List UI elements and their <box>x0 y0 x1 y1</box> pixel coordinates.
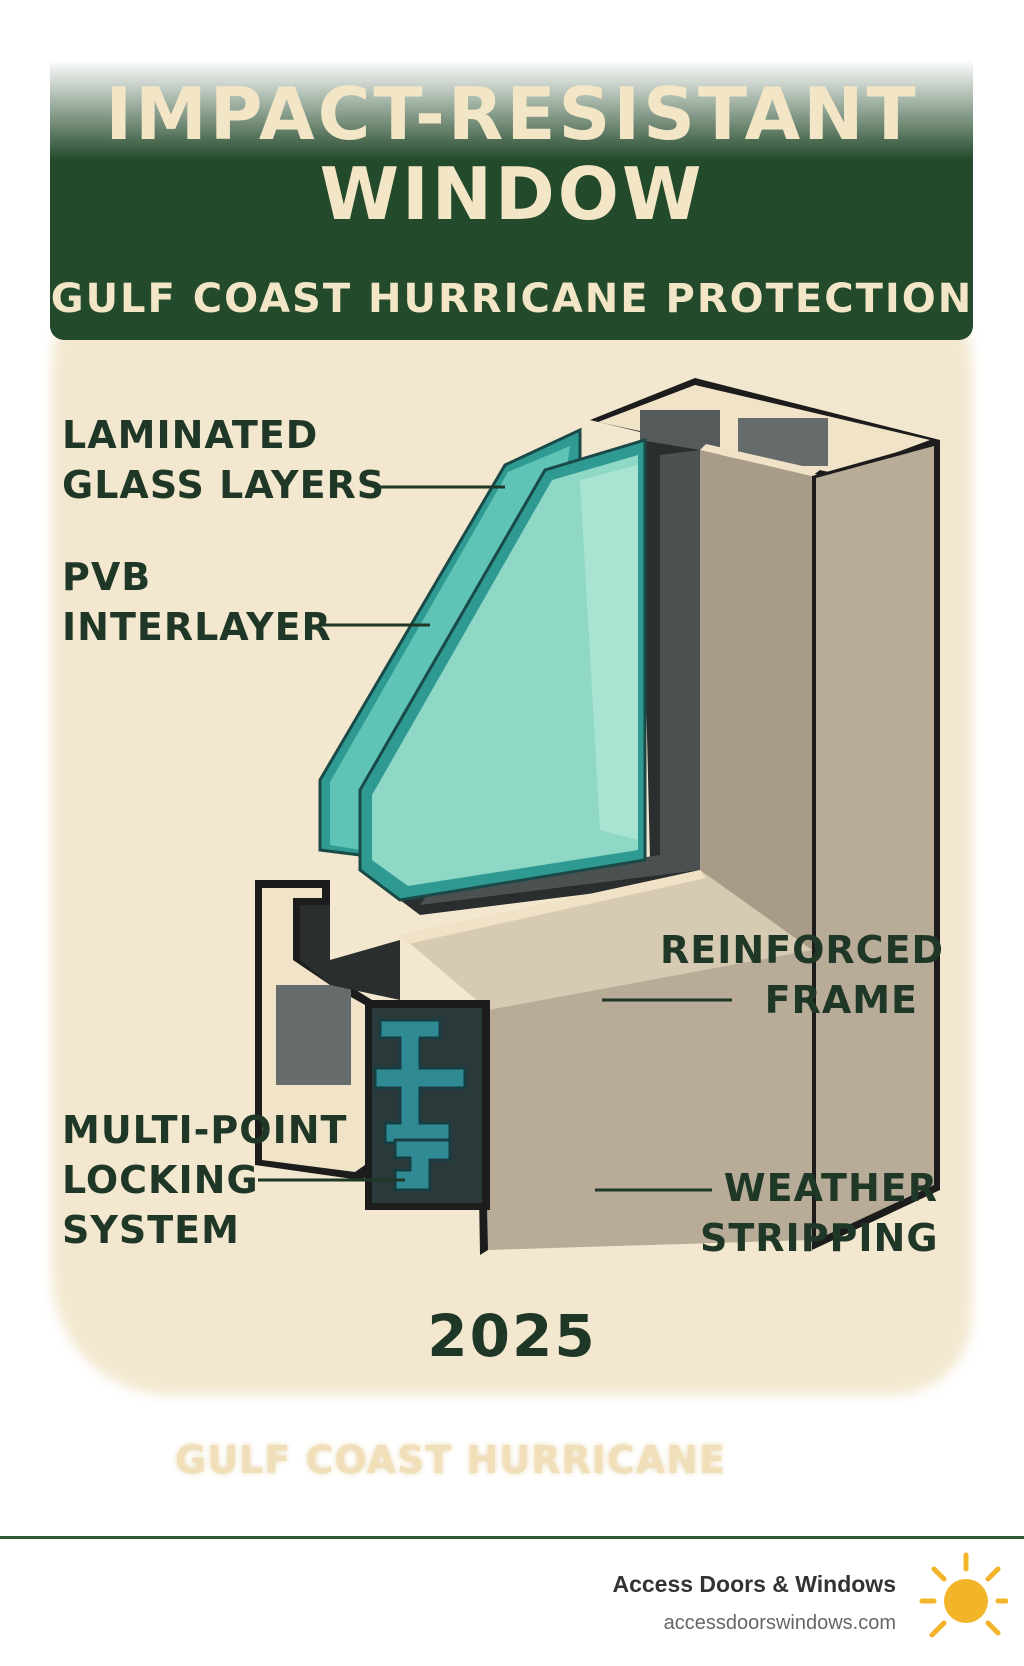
lock-cam-2 <box>393 1138 452 1192</box>
title-banner <box>50 60 973 340</box>
frame-bottom-top <box>400 870 812 1010</box>
year-label: 2025 <box>427 1302 597 1370</box>
page-title: IMPACT-RESISTANT WINDOW <box>105 72 919 236</box>
page-subtitle: GULF COAST HURRICANE PROTECTION <box>50 276 974 322</box>
sun-icon <box>919 1552 1008 1638</box>
frame-inner-wall <box>700 450 812 950</box>
glazing-bead <box>420 450 700 905</box>
frame-bottom-rim <box>400 870 706 944</box>
frame-bottom-face <box>488 950 812 1250</box>
glass-pane-inner-sheen <box>580 465 638 840</box>
frame-right-face <box>816 446 934 1240</box>
label-weather-stripping: WEATHER STRIPPING <box>700 1166 939 1260</box>
label-laminated-glass-layers: LAMINATED GLASS LAYERS <box>62 413 386 507</box>
bottom-tagline: GULF COAST HURRICANE <box>175 1438 726 1482</box>
label-reinforced-frame: REINFORCED FRAME <box>660 928 945 1022</box>
footer-divider <box>0 1536 1024 1539</box>
frame-inner-rim <box>700 444 820 476</box>
extrusion-chamber <box>276 985 351 1085</box>
label-multi-point-locking-system: MULTI-POINT LOCKING SYSTEM <box>62 1108 348 1252</box>
glass-pane-inner-surface <box>372 455 638 886</box>
label-pvb-interlayer: PVB INTERLAYER <box>62 555 332 649</box>
extrusion-gasket <box>300 905 400 1000</box>
brand-name: Access Doors & Windows <box>612 1571 896 1597</box>
brand-url[interactable]: accessdoorswindows.com <box>663 1612 896 1634</box>
